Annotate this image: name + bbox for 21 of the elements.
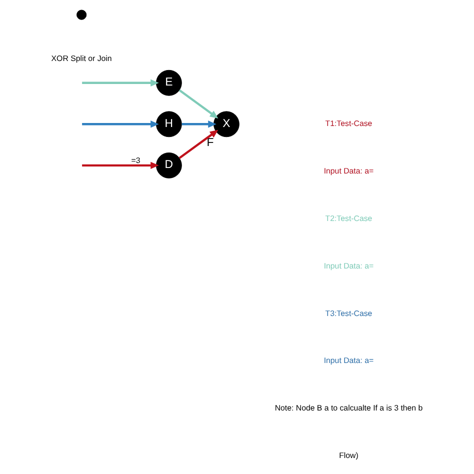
node-circle: X: [214, 111, 240, 138]
label: T1:Test-Case: [325, 119, 372, 128]
arrow: [82, 79, 159, 86]
node-circle: D: [156, 152, 182, 178]
arrow: [178, 130, 218, 159]
legend-label: XOR Split or Join: [51, 54, 112, 64]
label: Input Data: a=: [324, 261, 374, 270]
label: Flow): [339, 451, 358, 460]
label: Input Data: a=: [324, 356, 374, 366]
arrow: [82, 120, 159, 128]
label: Input Data: a=: [324, 166, 374, 176]
arrow: [82, 162, 159, 170]
label: T2:Test-Case: [325, 214, 372, 223]
label: T3:Test-Case: [325, 308, 372, 318]
arrow: [182, 120, 216, 128]
node-label: F: [206, 137, 214, 150]
label: Note: Node B a to calcualte If a is 3 then b: [274, 404, 423, 413]
arrow: [178, 89, 218, 118]
node-circle: E: [156, 70, 182, 96]
node-circle: H: [156, 111, 182, 138]
edge-label: =3: [131, 156, 140, 165]
